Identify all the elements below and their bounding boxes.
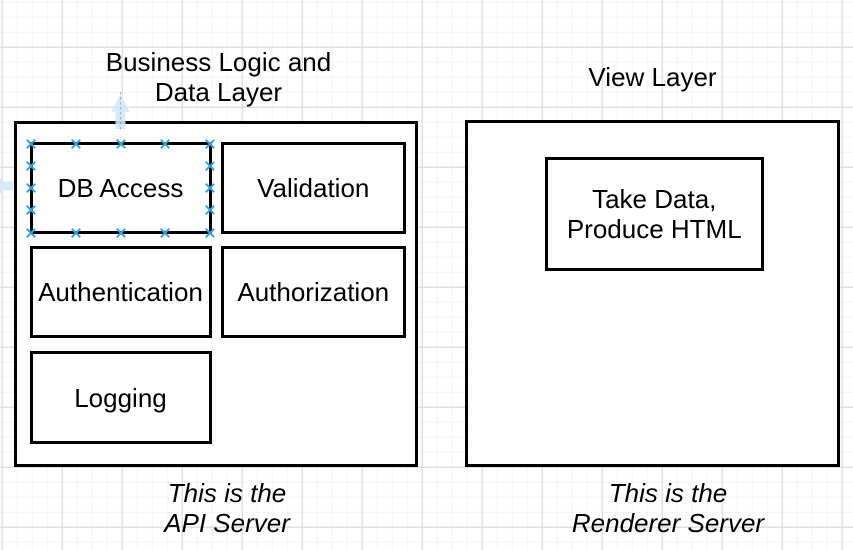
connection-point-icon[interactable] xyxy=(205,183,216,194)
shape-db-access-label: DB Access xyxy=(57,173,184,203)
renderer-server-caption[interactable]: This is the Renderer Server xyxy=(468,478,853,538)
left-group-title[interactable]: Business Logic and Data Layer xyxy=(17,47,420,107)
connection-point-icon[interactable] xyxy=(70,227,81,238)
renderer-server-caption-line1: This is the xyxy=(608,478,728,508)
direction-arrow-left-icon[interactable] xyxy=(0,175,14,197)
connection-point-icon[interactable] xyxy=(205,160,216,171)
connection-point-icon[interactable] xyxy=(70,138,81,149)
connection-point-icon[interactable] xyxy=(26,205,37,216)
connection-point-icon[interactable] xyxy=(160,138,171,149)
shape-db-access[interactable]: DB Access xyxy=(29,142,212,234)
connection-point-icon[interactable] xyxy=(115,138,126,149)
shape-take-data-line1: Take Data, xyxy=(592,183,717,214)
api-server-caption-line1: This is the xyxy=(167,478,287,508)
shape-take-data-line2: Produce HTML xyxy=(566,213,742,244)
shape-authorization[interactable]: Authorization xyxy=(220,246,406,338)
shape-authentication[interactable]: Authentication xyxy=(29,246,212,338)
connection-point-icon[interactable] xyxy=(26,227,37,238)
right-group-title[interactable]: View Layer xyxy=(465,62,840,92)
shape-logging-label: Logging xyxy=(74,382,167,413)
connection-point-icon[interactable] xyxy=(160,227,171,238)
shape-validation-label: Validation xyxy=(257,173,370,203)
connection-point-icon[interactable] xyxy=(205,138,216,149)
connection-point-icon[interactable] xyxy=(26,138,37,149)
connection-point-icon[interactable] xyxy=(26,183,37,194)
connection-point-icon[interactable] xyxy=(205,227,216,238)
shape-authentication-label: Authentication xyxy=(38,277,203,307)
shape-validation[interactable]: Validation xyxy=(220,142,406,234)
connection-point-icon[interactable] xyxy=(115,227,126,238)
connection-point-icon[interactable] xyxy=(26,160,37,171)
direction-arrow-up-icon[interactable] xyxy=(110,92,131,132)
shape-logging[interactable]: Logging xyxy=(29,351,212,444)
connection-point-icon[interactable] xyxy=(205,205,216,216)
right-group-title-line: View Layer xyxy=(588,62,717,92)
api-server-caption-line2: API Server xyxy=(164,508,290,538)
api-server-caption[interactable]: This is the API Server xyxy=(27,478,427,538)
renderer-server-caption-line2: Renderer Server xyxy=(571,508,765,538)
left-group-title-line2: Data Layer xyxy=(154,77,283,107)
shape-authorization-label: Authorization xyxy=(237,277,390,307)
shape-take-data[interactable]: Take Data, Produce HTML xyxy=(545,156,764,271)
left-group-title-line1: Business Logic and xyxy=(105,47,332,77)
